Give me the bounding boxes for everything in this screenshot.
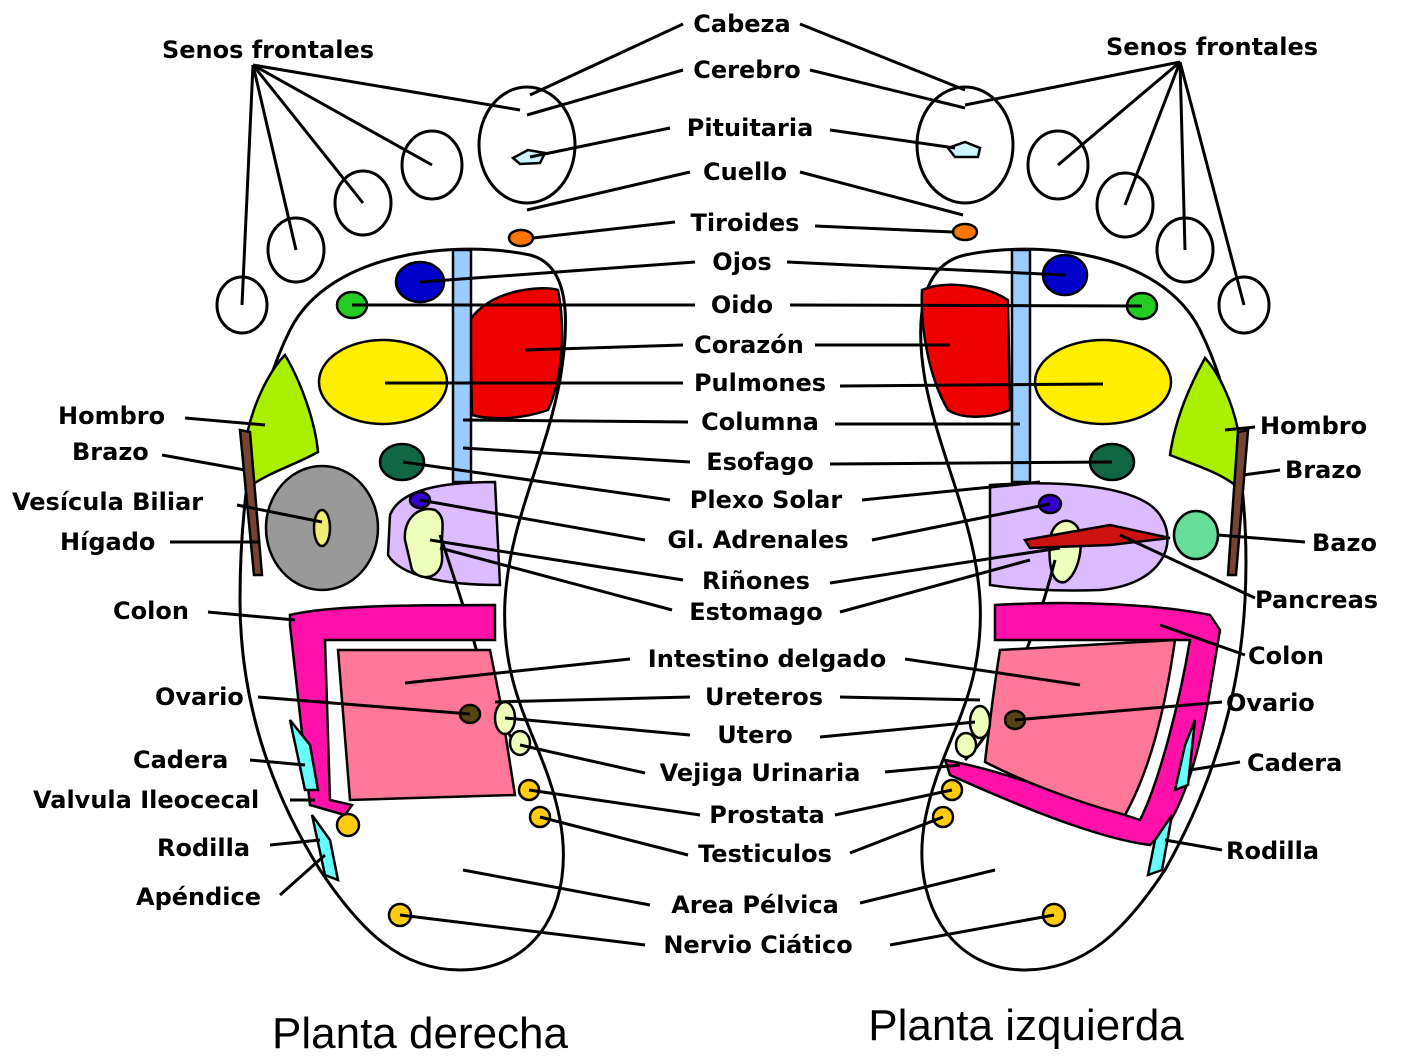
corazon-shape-right [470, 288, 562, 418]
rodilla-shape-right [312, 815, 338, 880]
label-prostata: Prostata [709, 801, 825, 829]
label-higado: Hígado [60, 528, 155, 556]
pituitaria-shape-right [513, 150, 545, 164]
rodilla-point-right [337, 814, 359, 836]
label-rodilla-left: Rodilla [1226, 837, 1319, 865]
label-cadera-right: Cadera [133, 746, 228, 774]
columna-shape-left [1012, 250, 1030, 482]
label-area-pelvica: Area Pélvica [671, 891, 839, 919]
foot-titles: Planta derecha Planta izquierda [272, 1001, 1184, 1055]
title-planta-izquierda: Planta izquierda [868, 1001, 1184, 1050]
label-cadera-left: Cadera [1247, 749, 1342, 777]
label-utero: Utero [717, 721, 793, 749]
esofago-shape-right [380, 444, 424, 480]
bazo-shape-left [1174, 511, 1218, 559]
label-hombro-right: Hombro [58, 402, 165, 430]
label-tiroides: Tiroides [691, 209, 800, 237]
hombro-shape-right [248, 355, 318, 485]
label-cuello: Cuello [703, 158, 787, 186]
label-brazo-left: Brazo [1285, 456, 1362, 484]
center-labels: Cabeza Cerebro Pituitaria Cuello Tiroide… [648, 10, 886, 959]
intestino-shape-right [338, 650, 515, 800]
label-cabeza: Cabeza [693, 10, 790, 38]
label-bazo: Bazo [1312, 529, 1377, 557]
label-senos-frontales-right: Senos frontales [162, 36, 374, 64]
label-vejiga-urinaria: Vejiga Urinaria [660, 759, 861, 787]
vesicula-shape-right [314, 510, 330, 546]
vejiga-shape-left [956, 733, 976, 757]
label-testiculos: Testiculos [698, 840, 832, 868]
label-apendice: Apéndice [136, 883, 261, 911]
label-esofago: Esofago [706, 448, 813, 476]
label-ovario-left: Ovario [1226, 689, 1315, 717]
label-pancreas: Pancreas [1255, 586, 1378, 614]
label-vesicula-biliar: Vesícula Biliar [12, 488, 203, 516]
label-corazon: Corazón [694, 331, 804, 359]
label-ovario-right: Ovario [155, 683, 244, 711]
label-intestino-delgado: Intestino delgado [648, 645, 886, 673]
label-estomago: Estomago [689, 598, 823, 626]
label-senos-frontales-left: Senos frontales [1106, 33, 1318, 61]
pulmones-shape-left [1035, 340, 1171, 424]
vejiga-shape-right [510, 731, 530, 755]
label-colon-right: Colon [113, 597, 189, 625]
label-rinones: Riñones [702, 567, 810, 595]
label-ureteros: Ureteros [705, 683, 823, 711]
left-foot [917, 87, 1269, 970]
label-columna: Columna [701, 408, 819, 436]
label-hombro-left: Hombro [1260, 412, 1367, 440]
label-valvula-ileocecal: Valvula Ileocecal [33, 786, 259, 814]
tiroides-shape-right [509, 230, 533, 246]
pituitaria-shape-left [948, 142, 980, 157]
label-ojos: Ojos [712, 248, 771, 276]
label-pulmones: Pulmones [694, 369, 826, 397]
label-brazo-right: Brazo [72, 438, 149, 466]
label-pituitaria: Pituitaria [687, 114, 814, 142]
label-oido: Oido [711, 291, 773, 319]
hombro-shape-left [1170, 358, 1238, 485]
label-nervio-ciatico: Nervio Ciático [663, 931, 852, 959]
right-foot [217, 87, 575, 970]
label-gl-adrenales: Gl. Adrenales [667, 526, 848, 554]
title-planta-derecha: Planta derecha [272, 1009, 569, 1055]
rinones-shape-right [405, 509, 443, 577]
label-colon-left: Colon [1248, 642, 1324, 670]
tiroides-shape-left [953, 224, 977, 240]
label-plexo-solar: Plexo Solar [690, 486, 843, 514]
label-rodilla-right: Rodilla [157, 834, 250, 862]
label-cerebro: Cerebro [693, 56, 801, 84]
